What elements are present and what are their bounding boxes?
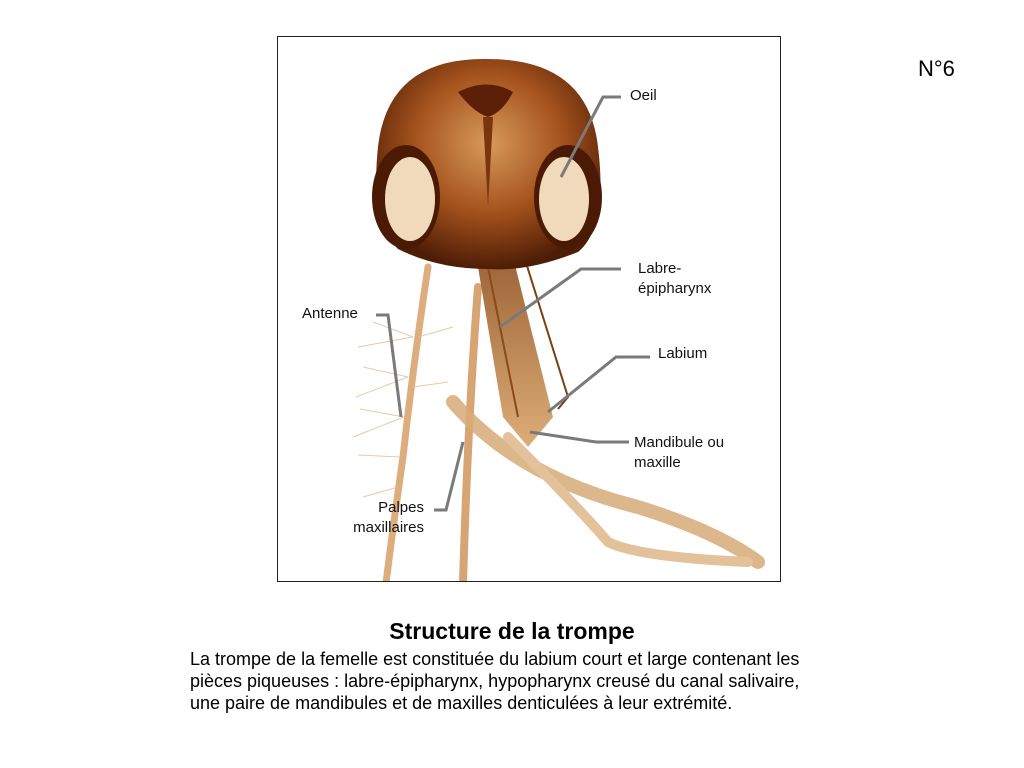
label-labre-line2: épipharynx — [638, 280, 712, 297]
label-labium: Labium — [658, 345, 708, 362]
leader-palpes — [434, 441, 465, 512]
label-mandibule-line1: Mandibule ou — [634, 434, 725, 451]
label-oeil: Oeil — [630, 87, 657, 104]
slide-number: N°6 — [918, 56, 955, 81]
label-mandibule-line2: maxille — [634, 454, 681, 471]
label-antenne: Antenne — [302, 305, 358, 322]
compound-eye-right — [534, 145, 602, 249]
leader-antenne — [376, 313, 403, 418]
antenna-left — [382, 263, 432, 581]
caption-line-3: une paire de mandibules et de maxilles d… — [190, 693, 733, 713]
insect-head-photo — [277, 36, 781, 582]
leader-lines — [376, 95, 650, 512]
caption-text: La trompe de la femelle est constituée d… — [190, 648, 890, 714]
label-mandibule-maxille: Mandibule ou maxille — [634, 433, 724, 473]
leader-labre — [499, 267, 621, 329]
leader-mandibule — [529, 430, 629, 444]
leader-oeil — [559, 95, 621, 178]
label-palpes-line2: maxillaires — [353, 519, 424, 536]
label-labre-line1: Labre- — [638, 260, 682, 277]
compound-eye-left — [372, 145, 440, 249]
maxillary-palps — [446, 395, 765, 569]
insect-head-illustration — [352, 58, 765, 581]
caption-line-1: La trompe de la femelle est constituée d… — [190, 649, 800, 669]
antenna-hairs — [352, 321, 454, 498]
label-labre-epipharynx: Labre- épipharynx — [638, 259, 711, 299]
caption-line-2: pièces piqueuses : labre-épipharynx, hyp… — [190, 671, 800, 691]
label-palpes-line1: Palpes — [378, 499, 424, 516]
label-palpes-maxillaires: Palpes maxillaires — [330, 498, 424, 538]
leader-labium — [547, 355, 650, 414]
slide-title: Structure de la trompe — [389, 618, 635, 644]
